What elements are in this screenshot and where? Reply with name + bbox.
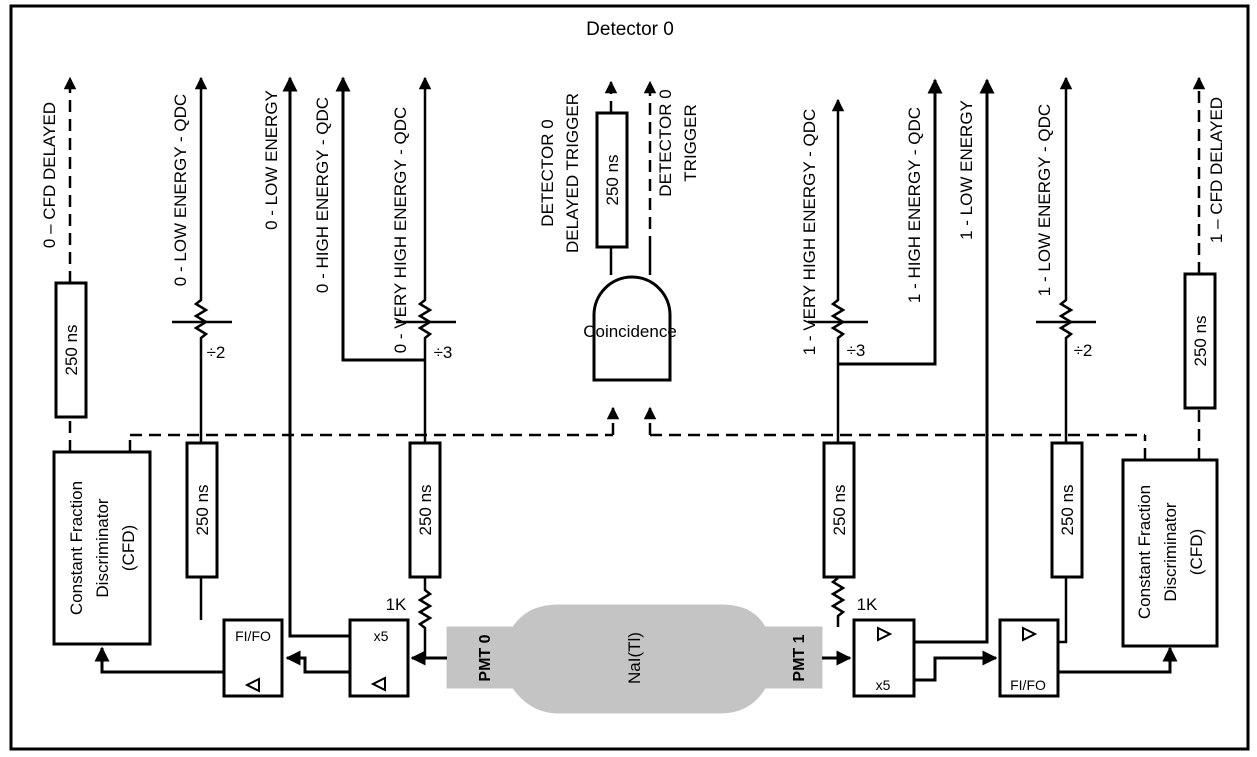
pmt0-label: PMT 0 — [477, 634, 494, 681]
cfd-1-line1: Constant Fraction — [1135, 485, 1154, 619]
cfd-0-line2: Discriminator — [93, 498, 112, 598]
trigger-delay-label: 250 ns — [603, 154, 622, 205]
output-trigger-line1: DETECTOR 0 — [656, 89, 675, 196]
amp-1-label: x5 — [876, 677, 891, 693]
cfd-0-line1: Constant Fraction — [67, 481, 86, 615]
fifo-0-triangle-icon — [244, 677, 260, 693]
output-low-energy-qdc-0: 0 - LOW ENERGY - QDC — [171, 94, 190, 286]
output-trigger-line2: TRIGGER — [681, 104, 700, 181]
delay-energy-1-box — [822, 441, 856, 579]
output-delayed-trigger-line2: DELAYED TRIGGER — [563, 93, 582, 253]
fifo-0-label: FI/FO — [235, 628, 271, 644]
amp-1-box — [852, 618, 916, 698]
diagram-title: Detector 0 — [586, 19, 674, 40]
output-high-energy-qdc-0: 0 - HIGH ENERGY - QDC — [313, 97, 332, 293]
amp-0-label: x5 — [374, 628, 389, 644]
coincidence-unit: Coincidence 250 ns DETECTOR 0 DELAYED TR… — [538, 80, 700, 382]
output-high-energy-qdc-1: 1 - HIGH ENERGY - QDC — [905, 107, 924, 303]
pmt1-label: PMT 1 — [791, 634, 808, 681]
coincidence-gate — [592, 275, 672, 382]
resistor-1k-left: 1K — [386, 595, 407, 614]
output-low-energy-qdc-1: 1 - LOW ENERGY - QDC — [1035, 104, 1054, 296]
cfd-1-line2: Discriminator — [1161, 502, 1180, 602]
channel-0: 250 ns 0 – CFD DELAYED Constant Fraction… — [40, 76, 456, 698]
divider-3-left: ÷3 — [434, 343, 453, 362]
delay-energy-1-label: 250 ns — [830, 484, 849, 535]
nai-crystal: NaI(Tl) PMT 0 PMT 1 — [446, 604, 823, 714]
coincidence-label: Coincidence — [583, 322, 677, 341]
fifo-1-triangle-icon — [1022, 626, 1038, 642]
delay-lowqdc-1-label: 250 ns — [1058, 484, 1077, 535]
output-very-high-energy-qdc-1: 1 - VERY HIGH ENERGY - QDC — [800, 109, 819, 356]
delay-lowqdc-0-label: 250 ns — [193, 484, 212, 535]
cfd-delay-1-label: 250 ns — [1191, 315, 1210, 366]
cfd-delay-0-label: 250 ns — [62, 324, 81, 375]
divider-2-left: ÷2 — [207, 343, 226, 362]
crystal-label: NaI(Tl) — [625, 632, 644, 684]
amp-0-triangle-icon — [370, 676, 386, 692]
cfd-1-line3: (CFD) — [1187, 529, 1206, 575]
output-delayed-trigger-line1: DETECTOR 0 — [538, 119, 557, 226]
output-cfd-delayed-1: 1 – CFD DELAYED — [1207, 97, 1226, 243]
output-low-energy-0: 0 - LOW ENERGY — [262, 90, 281, 230]
fifo-1-box — [998, 618, 1060, 698]
cfd-0-box — [52, 450, 152, 646]
outer-frame — [9, 4, 1250, 751]
delay-lowqdc-0-box — [185, 441, 219, 579]
divider-3-right: ÷3 — [847, 341, 866, 360]
fifo-1-label: FI/FO — [1010, 677, 1046, 693]
output-cfd-delayed-0: 0 – CFD DELAYED — [40, 102, 59, 248]
cfd-0-line3: (CFD) — [119, 525, 138, 571]
cfd-1-box — [1121, 458, 1219, 648]
delay-lowqdc-1-box — [1050, 441, 1084, 579]
delay-energy-0-label: 250 ns — [416, 484, 435, 535]
divider-2-right: ÷2 — [1074, 341, 1093, 360]
fifo-0-box — [222, 618, 284, 698]
trigger-bus — [128, 406, 1147, 460]
amp-0-box — [348, 618, 410, 698]
output-low-energy-1: 1 - LOW ENERGY — [957, 100, 976, 240]
amp-1-triangle-icon — [877, 626, 893, 642]
channel-1: 1K 250 ns ÷3 1 - VERY HIGH ENERGY - QDC … — [800, 76, 1226, 698]
trigger-delay-box — [595, 111, 629, 249]
resistor-1k-right: 1K — [857, 595, 878, 614]
output-very-high-energy-qdc-0: 0 - VERY HIGH ENERGY - QDC — [391, 107, 410, 354]
